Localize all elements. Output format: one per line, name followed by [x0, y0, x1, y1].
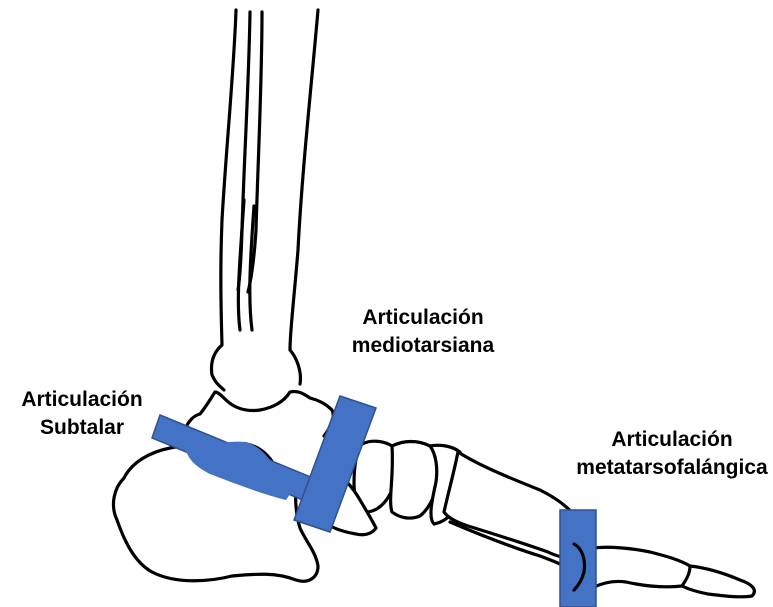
subtalar-label-line2: Subtalar: [4, 414, 160, 442]
mtp-label-line1: Articulación: [574, 426, 770, 454]
mtp-label-line2: metatarsofalángica: [574, 454, 770, 482]
subtalar-joint-label: Articulación Subtalar: [4, 386, 160, 442]
tibia-outline: [211, 10, 236, 390]
mediotarsal-label-line2: mediotarsiana: [333, 332, 513, 360]
fibula-inner-left: [238, 200, 244, 330]
mediotarsal-label-line1: Articulación: [333, 304, 513, 332]
mediotarsal-joint-label: Articulación mediotarsiana: [333, 304, 513, 360]
distal-phalanx: [682, 566, 754, 597]
tibia-outline-right: [290, 10, 318, 384]
leg-bones: [211, 10, 318, 390]
metatarsophalangeal-joint-label: Articulación metatarsofalángica: [574, 426, 770, 482]
subtalar-label-line1: Articulación: [4, 386, 160, 414]
proximal-phalanx: [588, 547, 692, 588]
metatarsophalangeal-joint-marker: [560, 510, 596, 607]
